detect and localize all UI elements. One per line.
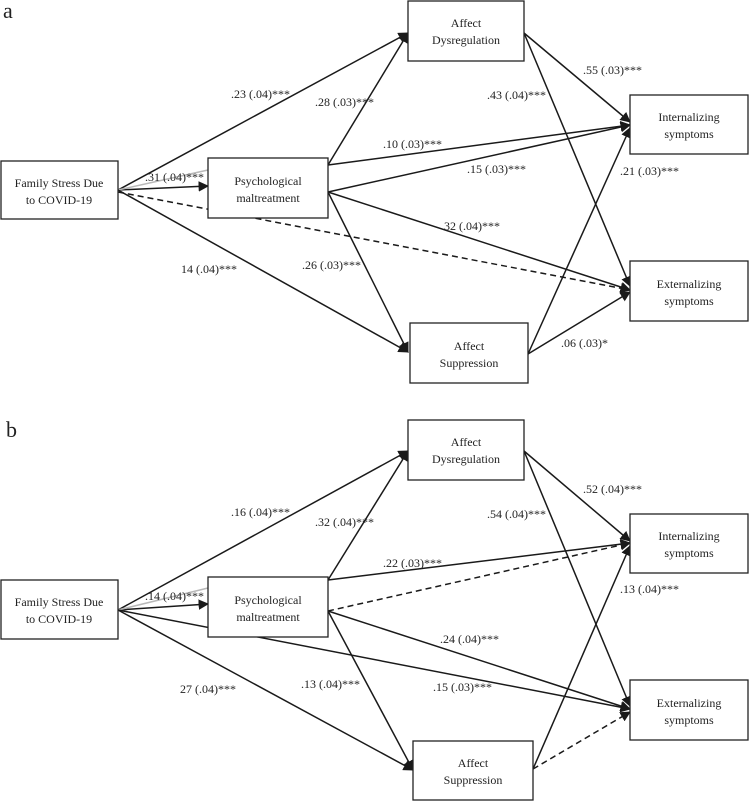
node-a-int-line1: Internalizing — [658, 110, 719, 124]
node-b-as-line2: Suppression — [444, 773, 503, 787]
panel-b-paths — [117, 450, 632, 771]
path-a-fs-pm — [117, 181, 210, 192]
coef-b-ad-int: .52 (.04)*** — [583, 482, 642, 496]
coef-b-pm-as: .13 (.04)*** — [301, 677, 360, 691]
path-a-ad-int — [523, 32, 631, 123]
path-a-as-int — [527, 127, 631, 355]
node-a-internalizing: Internalizing symptoms — [629, 94, 749, 155]
node-a-ext-line1: Externalizing — [657, 277, 722, 291]
coef-a-pm-ad: .28 (.03)*** — [315, 95, 374, 109]
path-b-fs-pm-gray — [117, 587, 209, 611]
coef-b-ad-ext: .54 (.04)*** — [487, 507, 546, 521]
path-a-fs-ad — [117, 32, 409, 191]
panel-a-coefficients: .23 (.04)*** .31 (.04)*** 14 (.04)*** .2… — [145, 63, 679, 350]
coef-b-as-int: .13 (.04)*** — [620, 582, 679, 596]
node-b-psych-line1: Psychological — [234, 593, 302, 607]
path-b-pm-as — [327, 610, 414, 771]
node-b-affect-suppression: Affect Suppression — [412, 740, 534, 801]
path-b-pm-int — [327, 539, 632, 612]
path-a-pm-int-2 — [327, 121, 632, 193]
node-b-affect-dysregulation: Affect Dysregulation — [407, 419, 525, 481]
coef-a-pm-ext: 32 (.04)*** — [444, 219, 500, 233]
node-b-externalizing: Externalizing symptoms — [629, 679, 749, 741]
path-b-fs-ad — [117, 450, 409, 611]
node-b-psych-line2: maltreatment — [236, 610, 300, 624]
path-b-as-int — [532, 545, 632, 770]
node-a-psych-maltreatment: Psychological maltreatment — [207, 157, 329, 219]
path-b-ad-int — [523, 450, 631, 542]
panel-b-coefficients: .16 (.04)*** .14 (.04)*** 27 (.04)*** .3… — [145, 482, 679, 696]
coef-a-as-ext: .06 (.03)* — [561, 336, 608, 350]
coef-b-fs-pm: .14 (.04)*** — [145, 589, 204, 603]
node-a-affect-dysregulation: Affect Dysregulation — [407, 0, 525, 62]
node-b-as-line1: Affect — [458, 756, 489, 770]
node-a-ad-line1: Affect — [451, 16, 482, 30]
node-a-family-stress: Family Stress Due to COVID-19 — [0, 160, 119, 220]
node-a-psych-line2: maltreatment — [236, 191, 300, 205]
panel-b: b Family Stress Due to COVID-19 P — [0, 417, 749, 801]
node-b-int-line2: symptoms — [664, 546, 714, 560]
coef-b-fs-int: .22 (.03)*** — [383, 556, 442, 570]
coef-b-fs-ext: .15 (.03)*** — [433, 680, 492, 694]
path-b-as-ext — [532, 711, 631, 770]
path-a-pm-int — [327, 121, 632, 166]
coef-b-pm-ext: .24 (.04)*** — [440, 632, 499, 646]
path-a-ad-ext — [523, 32, 632, 287]
coef-a-as-int: .21 (.03)*** — [620, 164, 679, 178]
path-b-fs-ext — [117, 609, 632, 713]
path-a-as-ext — [527, 291, 631, 355]
node-a-ext-line2: symptoms — [664, 294, 714, 308]
node-a-int-line2: symptoms — [664, 127, 714, 141]
node-b-family-stress-line1: Family Stress Due — [15, 595, 104, 609]
panel-a-paths — [117, 32, 632, 355]
path-a-fs-as — [117, 189, 409, 353]
coef-a-ad-ext: .43 (.04)*** — [487, 88, 546, 102]
node-a-ad-line2: Dysregulation — [432, 33, 500, 47]
node-b-ext-line1: Externalizing — [657, 696, 722, 710]
node-a-as-line2: Suppression — [440, 356, 499, 370]
path-a-pm-ext — [327, 191, 631, 293]
path-b-pm-ext — [327, 610, 631, 712]
panel-a: a Family Stress Due to COVID-19 P — [0, 0, 749, 384]
path-b-fs-as — [117, 609, 414, 771]
node-b-family-stress-line2: to COVID-19 — [26, 612, 92, 626]
node-b-psych-maltreatment: Psychological maltreatment — [207, 576, 329, 638]
path-b-fs-int — [327, 538, 632, 581]
node-b-internalizing: Internalizing symptoms — [629, 513, 749, 574]
coef-a-fs-int: .15 (.03)*** — [467, 162, 526, 176]
coef-a-ad-int: .55 (.03)*** — [583, 63, 642, 77]
path-b-ad-ext — [523, 450, 632, 707]
coef-a-fs-pm: .31 (.04)*** — [145, 170, 204, 184]
node-a-affect-suppression: Affect Suppression — [409, 322, 529, 384]
coef-b-fs-as: 27 (.04)*** — [180, 682, 236, 696]
node-b-int-line1: Internalizing — [658, 529, 719, 543]
path-a-fs-ext — [117, 191, 632, 294]
coef-b-fs-ad: .16 (.04)*** — [231, 505, 290, 519]
node-a-family-stress-line1: Family Stress Due — [15, 176, 104, 190]
path-a-pm-ad — [327, 32, 409, 166]
coef-a-fs-ad: .23 (.04)*** — [231, 87, 290, 101]
path-b-pm-ad — [327, 450, 409, 581]
coef-a-pm-int: .10 (.03)*** — [383, 137, 442, 151]
node-a-as-line1: Affect — [454, 339, 485, 353]
node-b-ad-line2: Dysregulation — [432, 452, 500, 466]
coef-b-pm-ad: .32 (.04)*** — [315, 515, 374, 529]
node-a-externalizing: Externalizing symptoms — [629, 260, 749, 322]
node-b-ext-line2: symptoms — [664, 713, 714, 727]
node-a-psych-line1: Psychological — [234, 174, 302, 188]
coef-a-pm-as: .26 (.03)*** — [302, 258, 361, 272]
node-b-family-stress: Family Stress Due to COVID-19 — [0, 579, 119, 640]
path-a-fs-pm-gray — [117, 169, 209, 191]
path-b-fs-pm — [117, 599, 210, 611]
coef-a-fs-as: 14 (.04)*** — [181, 262, 237, 276]
path-a-pm-as — [327, 191, 409, 353]
panel-b-label: b — [6, 417, 17, 442]
node-a-family-stress-line2: to COVID-19 — [26, 193, 92, 207]
panel-a-label: a — [3, 0, 13, 23]
node-b-ad-line1: Affect — [451, 435, 482, 449]
